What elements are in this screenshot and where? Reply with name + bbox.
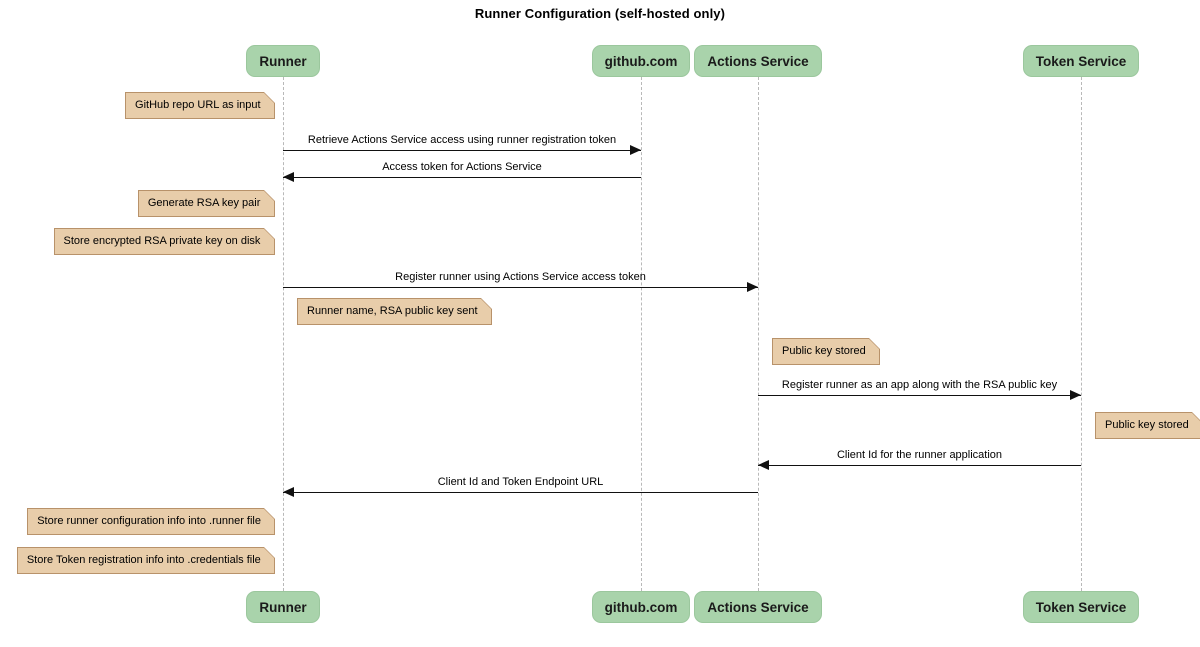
lifeline-actions	[758, 77, 759, 591]
message-label-msg-client-id-endpoint: Client Id and Token Endpoint URL	[437, 476, 604, 488]
message-line-msg-register-app	[758, 395, 1081, 396]
message-label-msg-access-token: Access token for Actions Service	[382, 161, 542, 173]
note-text: Public key stored	[782, 345, 866, 357]
arrowhead-msg-access-token	[283, 172, 294, 182]
lifeline-github	[641, 77, 642, 591]
note-store-runner-file: Store runner configuration info into .ru…	[27, 508, 275, 535]
participant-label: Token Service	[1035, 53, 1127, 69]
message-line-msg-retrieve-access	[283, 150, 641, 151]
participant-label: github.com	[604, 53, 678, 69]
participant-footer-runner[interactable]: Runner	[246, 591, 320, 623]
note-text: Store encrypted RSA private key on disk	[63, 235, 261, 247]
note-public-key-stored-token: Public key stored	[1095, 412, 1200, 439]
arrowhead-msg-client-id	[758, 460, 769, 470]
message-label-msg-register-app: Register runner as an app along with the…	[781, 379, 1058, 391]
participant-label: Actions Service	[707, 53, 809, 69]
message-label-msg-retrieve-access: Retrieve Actions Service access using ru…	[307, 134, 617, 146]
message-line-msg-register-runner	[283, 287, 758, 288]
note-store-credentials-file: Store Token registration info into .cred…	[16, 547, 276, 574]
note-repo-url: GitHub repo URL as input	[125, 92, 275, 119]
arrowhead-msg-retrieve-access	[630, 145, 641, 155]
participant-label: Runner	[259, 599, 307, 615]
note-text: Store runner configuration info into .ru…	[37, 515, 261, 527]
participant-label: Runner	[259, 53, 307, 69]
participant-header-github[interactable]: github.com	[591, 45, 691, 77]
arrowhead-msg-client-id-endpoint	[283, 487, 294, 497]
participant-label: Actions Service	[707, 599, 809, 615]
note-public-key-stored-actions: Public key stored	[772, 338, 880, 365]
participant-header-token[interactable]: Token Service	[1022, 45, 1140, 77]
participant-footer-github[interactable]: github.com	[591, 591, 691, 623]
arrowhead-msg-register-app	[1070, 390, 1081, 400]
participant-label: Token Service	[1035, 599, 1127, 615]
page-title: Runner Configuration (self-hosted only)	[474, 6, 726, 21]
message-label-msg-register-runner: Register runner using Actions Service ac…	[395, 271, 646, 283]
arrowhead-msg-register-runner	[747, 282, 758, 292]
participant-header-runner[interactable]: Runner	[246, 45, 320, 77]
note-text: Store Token registration info into .cred…	[26, 554, 261, 566]
note-generate-rsa: Generate RSA key pair	[137, 190, 276, 217]
lifeline-token	[1081, 77, 1082, 591]
note-runner-name-key: Runner name, RSA public key sent	[297, 298, 493, 325]
note-text: Generate RSA key pair	[147, 197, 261, 209]
note-text: GitHub repo URL as input	[135, 99, 261, 111]
lifeline-runner	[283, 77, 284, 591]
message-line-msg-client-id-endpoint	[283, 492, 758, 493]
message-line-msg-access-token	[283, 177, 641, 178]
participant-footer-token[interactable]: Token Service	[1022, 591, 1140, 623]
participant-header-actions[interactable]: Actions Service	[694, 45, 822, 77]
message-line-msg-client-id	[758, 465, 1081, 466]
message-label-msg-client-id: Client Id for the runner application	[836, 449, 1003, 461]
note-store-private-key: Store encrypted RSA private key on disk	[53, 228, 276, 255]
participant-footer-actions[interactable]: Actions Service	[694, 591, 822, 623]
note-text: Runner name, RSA public key sent	[307, 305, 478, 317]
note-text: Public key stored	[1105, 419, 1189, 431]
participant-label: github.com	[604, 599, 678, 615]
